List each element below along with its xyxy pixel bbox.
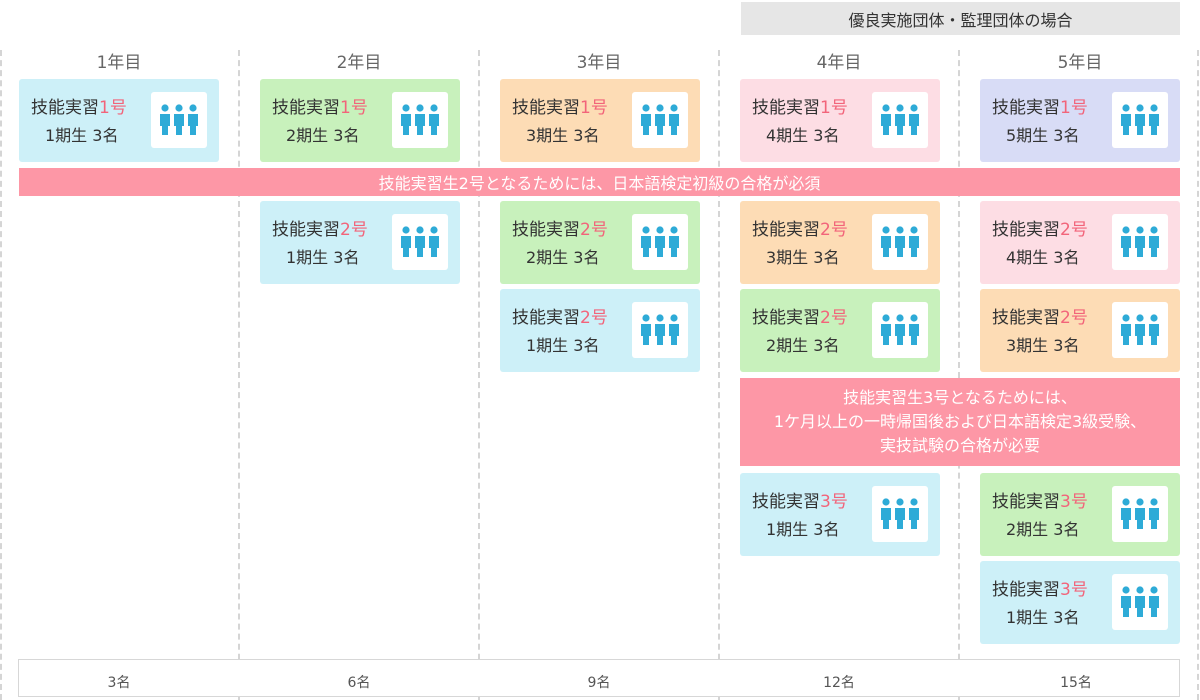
card-cohort: 1期生 3名: [45, 126, 119, 145]
requirement-banner-3go: 技能実習生3号となるためには、 1ケ月以上の一時帰国後および日本語検定3級受験、…: [740, 378, 1180, 466]
card-title: 技能実習1号: [752, 98, 848, 118]
card-title: 技能実習2号: [512, 220, 608, 240]
trainee-card: 技能実習3号 1期生 3名: [980, 561, 1180, 644]
column-separator: [478, 50, 480, 700]
trainee-card: 技能実習2号 3期生 3名: [740, 201, 940, 284]
card-title: 技能実習2号: [512, 308, 608, 328]
card-cohort: 2期生 3名: [286, 126, 360, 145]
card-cohort: 2期生 3名: [526, 248, 600, 267]
trainee-card: 技能実習1号 4期生 3名: [740, 79, 940, 162]
column-separator: [0, 50, 2, 700]
year-header-3: 3年目: [576, 53, 622, 73]
three-people-icon: [632, 214, 688, 270]
trainee-card: 技能実習1号 1期生 3名: [19, 79, 219, 162]
card-cohort: 1期生 3名: [526, 336, 600, 355]
three-people-icon: [872, 486, 928, 542]
banner-line: 実技試験の合格が必要: [879, 436, 1040, 455]
card-title: 技能実習2号: [272, 220, 368, 240]
card-title: 技能実習1号: [272, 98, 368, 118]
three-people-icon: [632, 92, 688, 148]
card-title: 技能実習3号: [752, 492, 848, 512]
card-cohort: 1期生 3名: [286, 248, 360, 267]
card-cohort: 5期生 3名: [1006, 126, 1080, 145]
three-people-icon: [1112, 214, 1168, 270]
trainee-card: 技能実習2号 1期生 3名: [260, 201, 460, 284]
card-title: 技能実習1号: [992, 98, 1088, 118]
column-separator: [718, 50, 720, 700]
three-people-icon: [1112, 302, 1168, 358]
card-cohort: 1期生 3名: [766, 520, 840, 539]
trainee-card: 技能実習1号 5期生 3名: [980, 79, 1180, 162]
card-title: 技能実習3号: [992, 492, 1088, 512]
three-people-icon: [1112, 92, 1168, 148]
banner-line: 1ケ月以上の一時帰国後および日本語検定3級受験、: [773, 412, 1147, 431]
three-people-icon: [872, 92, 928, 148]
total-year-2: 6名: [347, 675, 371, 691]
card-title: 技能実習2号: [992, 220, 1088, 240]
trainee-card: 技能実習1号 3期生 3名: [500, 79, 700, 162]
excellent-org-badge: 優良実施団体・監理団体の場合: [741, 2, 1180, 35]
total-year-4: 12名: [823, 675, 855, 691]
trainee-card: 技能実習2号 3期生 3名: [980, 289, 1180, 372]
three-people-icon: [872, 214, 928, 270]
card-title: 技能実習3号: [992, 580, 1088, 600]
card-title: 技能実習2号: [752, 308, 848, 328]
trainee-card: 技能実習1号 2期生 3名: [260, 79, 460, 162]
card-cohort: 1期生 3名: [1006, 608, 1080, 627]
three-people-icon: [1112, 574, 1168, 630]
three-people-icon: [392, 92, 448, 148]
year-header-4: 4年目: [816, 53, 862, 73]
totals-row: [18, 659, 1180, 697]
three-people-icon: [151, 92, 207, 148]
card-title: 技能実習2号: [992, 308, 1088, 328]
year-header-1: 1年目: [96, 53, 142, 73]
card-title: 技能実習1号: [31, 98, 127, 118]
column-separator: [958, 50, 960, 700]
three-people-icon: [872, 302, 928, 358]
three-people-icon: [632, 302, 688, 358]
trainee-card: 技能実習2号 2期生 3名: [740, 289, 940, 372]
total-year-5: 15名: [1060, 675, 1092, 691]
requirement-banner-2go: 技能実習生2号となるためには、日本語検定初級の合格が必須: [19, 168, 1180, 196]
column-separator: [238, 50, 240, 700]
year-header-5: 5年目: [1057, 53, 1103, 73]
card-cohort: 4期生 3名: [766, 126, 840, 145]
card-cohort: 3期生 3名: [1006, 336, 1080, 355]
trainee-card: 技能実習2号 2期生 3名: [500, 201, 700, 284]
card-cohort: 2期生 3名: [766, 336, 840, 355]
trainee-card: 技能実習3号 1期生 3名: [740, 473, 940, 556]
banner-line: 技能実習生3号となるためには、: [843, 388, 1077, 407]
trainee-card: 技能実習2号 1期生 3名: [500, 289, 700, 372]
three-people-icon: [1112, 486, 1168, 542]
card-title: 技能実習1号: [512, 98, 608, 118]
trainee-card: 技能実習3号 2期生 3名: [980, 473, 1180, 556]
card-title: 技能実習2号: [752, 220, 848, 240]
three-people-icon: [392, 214, 448, 270]
total-year-3: 9名: [587, 675, 611, 691]
card-cohort: 3期生 3名: [766, 248, 840, 267]
year-header-2: 2年目: [336, 53, 382, 73]
card-cohort: 4期生 3名: [1006, 248, 1080, 267]
total-year-1: 3名: [107, 675, 131, 691]
trainee-card: 技能実習2号 4期生 3名: [980, 201, 1180, 284]
column-separator: [1197, 50, 1199, 700]
card-cohort: 3期生 3名: [526, 126, 600, 145]
card-cohort: 2期生 3名: [1006, 520, 1080, 539]
